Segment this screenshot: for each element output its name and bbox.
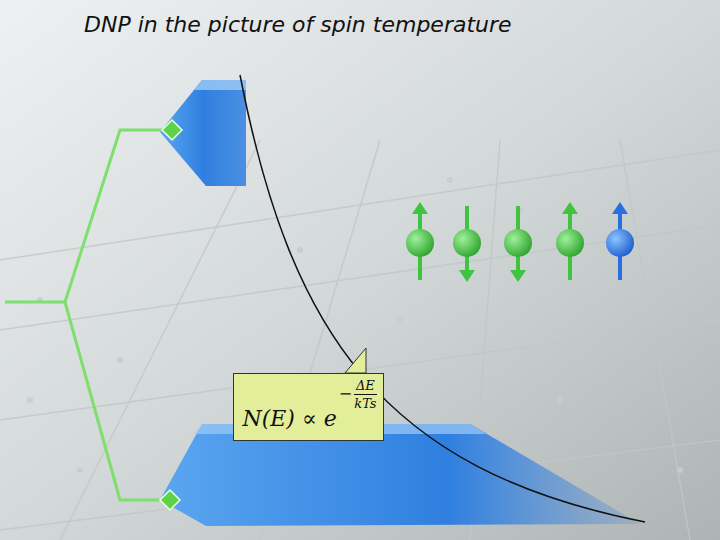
- formula-callout: N(E) ∝ e−ΔE kTs: [233, 373, 384, 441]
- formula-base: N(E) ∝ e: [242, 408, 336, 430]
- fraction-bar: [354, 394, 376, 395]
- formula-sign: −: [339, 386, 352, 402]
- formula-denominator: kTs: [354, 397, 376, 410]
- slide-title: DNP in the picture of spin temperature: [84, 12, 512, 37]
- formula-numerator: ΔE: [356, 379, 375, 392]
